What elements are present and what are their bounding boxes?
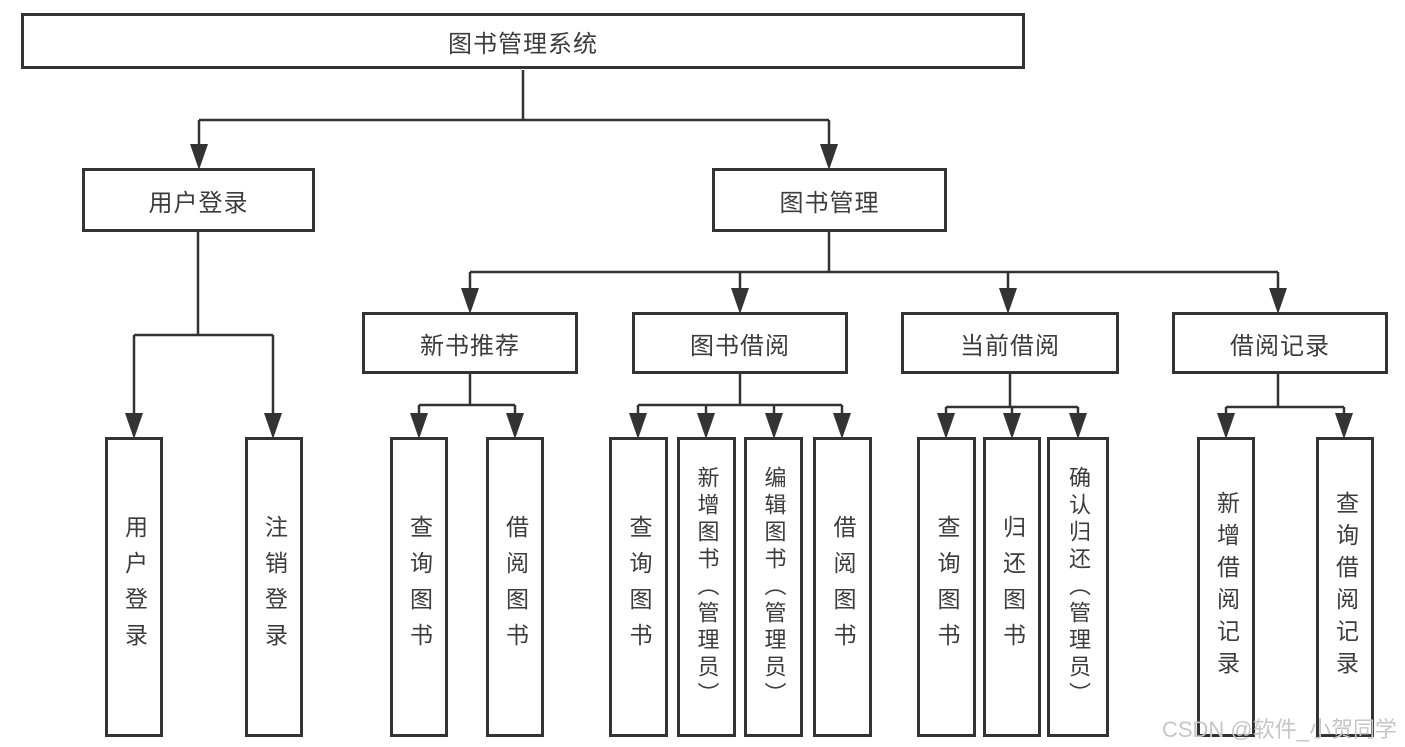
leaf-logout: 注销登录 xyxy=(245,437,303,737)
leaf-query-books: 查询图书 xyxy=(917,437,976,737)
leaf-label: 注销登录 xyxy=(261,515,288,659)
leaf-query-borrow-record: 查询借阅记录 xyxy=(1316,437,1374,737)
leaf-label: 归还图书 xyxy=(999,515,1026,659)
node-label: 图书管理系统 xyxy=(448,30,598,58)
leaf-return-books: 归还图书 xyxy=(983,437,1041,737)
leaf-borrow-books: 借阅图书 xyxy=(813,437,872,737)
node-current-borrowing: 当前借阅 xyxy=(901,312,1119,374)
leaf-confirm-return-admin: 确认归还（管理员） xyxy=(1047,437,1109,737)
leaf-query-books: 查询图书 xyxy=(609,437,668,737)
node-label: 新书推荐 xyxy=(420,332,520,360)
node-label: 图书管理 xyxy=(779,189,880,217)
connector-stems xyxy=(132,70,1346,418)
node-label: 当前借阅 xyxy=(960,332,1060,360)
leaf-label: 编辑图书（管理员） xyxy=(761,465,787,709)
node-new-book-recommendation: 新书推荐 xyxy=(362,312,578,374)
leaf-label: 新增借阅记录 xyxy=(1213,491,1240,683)
node-library-management-system: 图书管理系统 xyxy=(21,13,1025,69)
leaf-label: 借阅图书 xyxy=(830,515,856,659)
node-label: 图书借阅 xyxy=(690,332,790,360)
leaf-label: 查询图书 xyxy=(406,515,433,659)
node-label: 借阅记录 xyxy=(1230,332,1330,360)
node-book-borrowing: 图书借阅 xyxy=(632,312,848,374)
leaf-add-borrow-record: 新增借阅记录 xyxy=(1197,437,1255,737)
leaf-label: 查询借阅记录 xyxy=(1332,491,1359,683)
node-label: 用户登录 xyxy=(148,189,249,217)
leaf-label: 用户登录 xyxy=(121,515,148,659)
node-book-management: 图书管理 xyxy=(712,168,947,232)
leaf-add-books-admin: 新增图书（管理员） xyxy=(677,437,736,737)
leaf-query-books: 查询图书 xyxy=(390,437,448,737)
leaf-label: 查询图书 xyxy=(934,515,960,659)
leaf-edit-books-admin: 编辑图书（管理员） xyxy=(744,437,803,737)
leaf-user-login: 用户登录 xyxy=(105,437,163,737)
leaf-label: 新增图书（管理员） xyxy=(694,465,720,709)
leaf-label: 借阅图书 xyxy=(502,515,529,659)
arrowheads xyxy=(125,144,1353,439)
node-borrowing-records: 借阅记录 xyxy=(1172,312,1388,374)
leaf-borrow-books: 借阅图书 xyxy=(486,437,544,737)
leaf-label: 确认归还（管理员） xyxy=(1066,465,1091,709)
csdn-watermark: CSDN @软件_小贺同学 xyxy=(1161,717,1397,742)
node-user-login: 用户登录 xyxy=(82,168,315,232)
leaf-label: 查询图书 xyxy=(626,515,652,659)
